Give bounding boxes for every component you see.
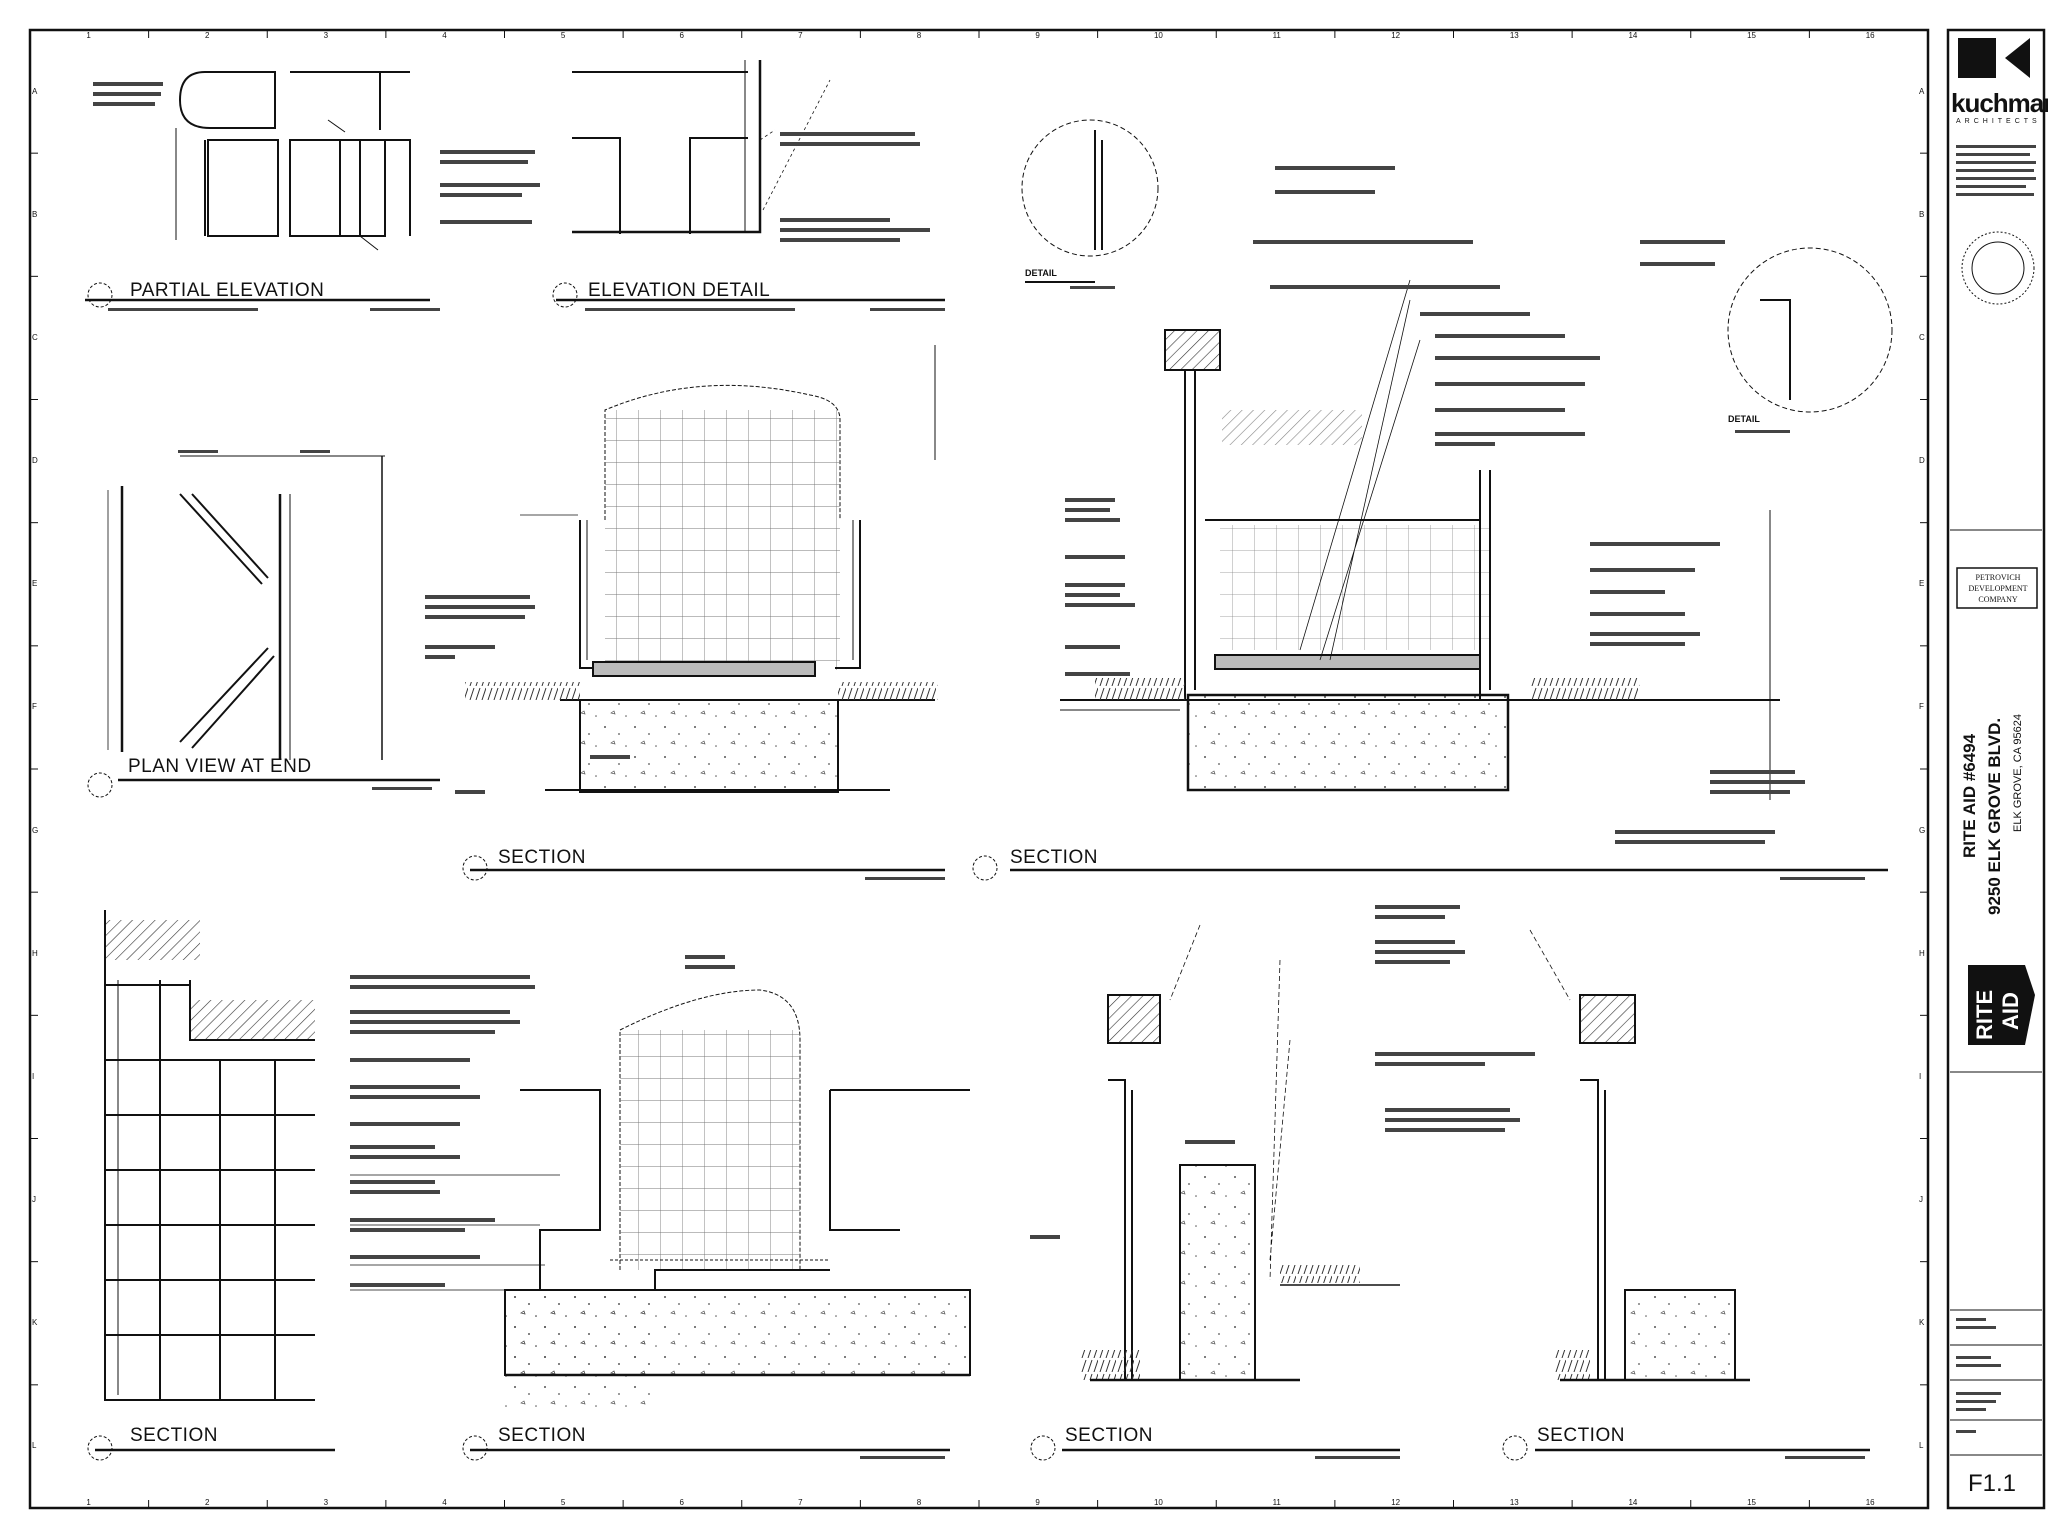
border-label: I [32, 1071, 35, 1081]
elevation-detail-drawing [556, 60, 945, 302]
border-label: 3 [323, 1498, 329, 1507]
border-label: 14 [1628, 31, 1638, 40]
detail-title-section-2: SECTION [1010, 847, 1098, 868]
border-label: 4 [442, 31, 447, 40]
detail-label: DETAIL [1728, 414, 1760, 424]
border-label: 11 [1272, 31, 1281, 40]
border-label: L [1919, 1441, 1924, 1451]
border-label: 2 [204, 31, 210, 40]
border-label: A [32, 86, 38, 96]
border-label: E [32, 579, 38, 589]
developer-logo: PETROVICH DEVELOPMENT COMPANY [1968, 573, 2028, 604]
border-label: J [1919, 1195, 1923, 1205]
border-label: 7 [798, 1498, 803, 1507]
section-4-drawing [350, 989, 971, 1452]
border-label: E [1919, 579, 1925, 589]
border-label: 4 [442, 1498, 447, 1507]
border-label: B [32, 209, 38, 219]
border-label: 8 [916, 1498, 922, 1507]
border-label: 7 [798, 31, 803, 40]
border-label: I [1919, 1071, 1922, 1081]
border-label: L [32, 1441, 37, 1451]
border-label: 11 [1272, 1498, 1281, 1507]
border-label: 15 [1747, 1498, 1756, 1507]
detail-title-section-4: SECTION [498, 1425, 586, 1446]
border-label: 10 [1153, 31, 1163, 40]
project-city: ELK GROVE, CA 95624 [2012, 713, 2024, 832]
title-block [1950, 38, 2042, 1456]
border-label: 16 [1865, 31, 1875, 40]
border-label: 1 [86, 1498, 91, 1507]
border-label: F [1919, 702, 1924, 712]
detail-title-plan-view: PLAN VIEW AT END [128, 756, 312, 777]
border-label: 1 [86, 31, 91, 40]
border-label: C [32, 332, 38, 342]
border-label: 6 [679, 31, 684, 40]
border-label: J [32, 1195, 36, 1205]
border-label: 10 [1153, 1498, 1163, 1507]
border-label: K [32, 1318, 38, 1328]
sheet-number: F1.1 [1968, 1470, 2017, 1497]
border-label: 5 [560, 1498, 566, 1507]
border-label: 16 [1865, 1498, 1875, 1507]
partial-elevation-drawing [85, 71, 430, 302]
border-label: 6 [679, 1498, 684, 1507]
border-label: G [1919, 825, 1926, 835]
border-label: 12 [1391, 31, 1401, 40]
border-label: K [1919, 1318, 1925, 1328]
border-label: H [1919, 948, 1925, 958]
detail-title-partial-elevation: PARTIAL ELEVATION [130, 280, 325, 301]
detail-title-elevation-detail: ELEVATION DETAIL [588, 280, 771, 301]
border-label: 9 [1035, 31, 1040, 40]
detail-title-section-5: SECTION [1065, 1425, 1153, 1446]
border-label: D [32, 456, 38, 466]
border-label: 13 [1509, 1498, 1519, 1507]
border-label: 13 [1509, 31, 1519, 40]
detail-title-section-3: SECTION [130, 1425, 218, 1446]
detail-label: DETAIL [1025, 268, 1057, 278]
border-label: 8 [916, 31, 922, 40]
border-label: A [1919, 86, 1925, 96]
architect-subtitle: ARCHITECTS [1956, 118, 2041, 125]
section-2-drawing [1010, 119, 1893, 872]
border-label: F [32, 702, 37, 712]
border-label: 15 [1747, 31, 1756, 40]
border-label: 5 [560, 31, 566, 40]
rite-aid-logo-line1: RITE [1972, 989, 1997, 1040]
detail-title-section-1: SECTION [498, 847, 586, 868]
border-label: 9 [1035, 1498, 1040, 1507]
border-label: 12 [1391, 1498, 1401, 1507]
border-label: G [32, 825, 39, 835]
border-label: C [1919, 332, 1925, 342]
project-name: RITE AID #6494 [1960, 733, 1979, 858]
project-address: 9250 ELK GROVE BLVD. [1985, 717, 2004, 915]
border-label: 3 [323, 31, 329, 40]
architect-logo-text: kuchman [1951, 88, 2048, 118]
plan-view-drawing [107, 455, 440, 782]
border-label: D [1919, 456, 1925, 466]
callout-bubbles [87, 282, 1528, 1461]
rite-aid-logo-line2: AID [1998, 992, 2023, 1030]
border-label: 2 [204, 1498, 210, 1507]
border-label: B [1919, 209, 1925, 219]
section-5-drawing [1062, 924, 1400, 1452]
section-6-drawing [1529, 929, 1870, 1452]
section-3-drawing [95, 910, 335, 1452]
border-label: H [32, 948, 38, 958]
border-label: 14 [1628, 1498, 1638, 1507]
detail-title-section-6: SECTION [1537, 1425, 1625, 1446]
section-1-drawing [465, 345, 945, 872]
